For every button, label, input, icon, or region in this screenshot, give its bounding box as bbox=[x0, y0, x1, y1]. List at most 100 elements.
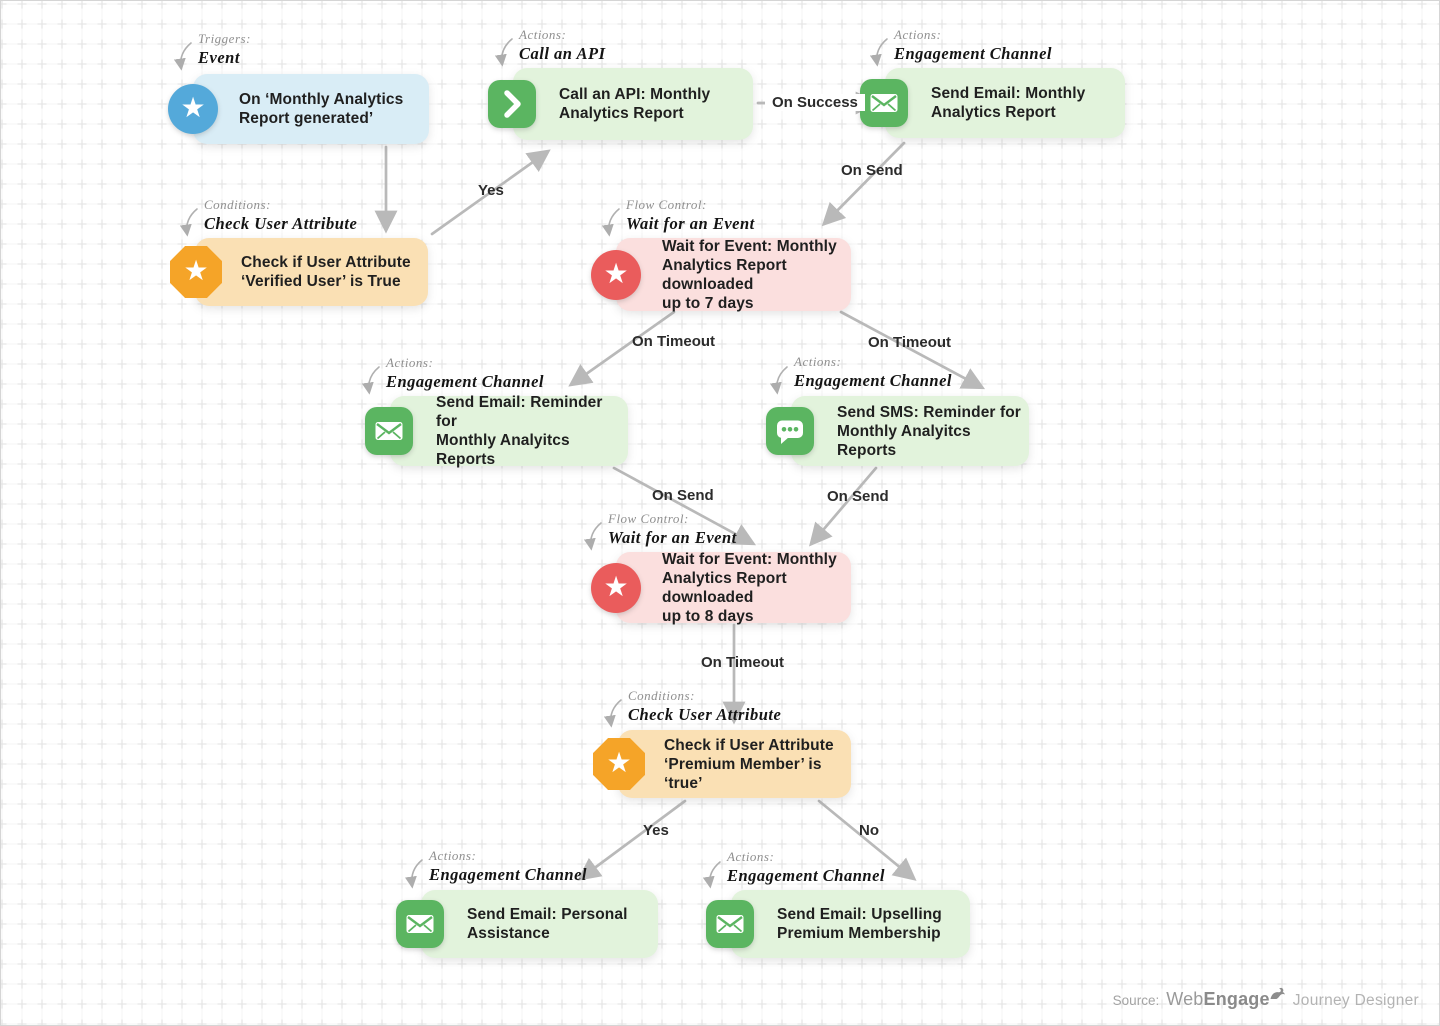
star-glyph: ★ bbox=[603, 257, 629, 289]
edge-wait1-ontimeout-to-sms-reminder bbox=[839, 310, 986, 390]
label-type: Event bbox=[198, 48, 240, 67]
annotation-arrow-api bbox=[494, 38, 513, 67]
circle-star-icon: ★ bbox=[591, 249, 641, 300]
edge-label-on-timeout: On Timeout bbox=[701, 654, 785, 671]
node-send-email-personal-assistance[interactable]: Send Email: Personal Assistance bbox=[396, 890, 658, 958]
node-send-sms-reminder[interactable]: Send SMS: Reminder for Monthly Analyitcs… bbox=[766, 396, 1029, 466]
node-send-email-monthly-report[interactable]: Send Email: Monthly Analytics Report bbox=[860, 68, 1125, 138]
api-chevron-icon bbox=[488, 80, 536, 128]
label-wait2: Flow Control: Wait for an Event bbox=[608, 511, 737, 548]
source-label: Source: bbox=[1112, 993, 1160, 1008]
node-wait-8-days[interactable]: ★ Wait for Event: Monthly Analytics Repo… bbox=[591, 551, 851, 625]
label-type: Engagement Channel bbox=[727, 866, 885, 885]
node-title: On ‘Monthly Analytics Report generated’ bbox=[239, 91, 404, 127]
product-name: Journey Designer bbox=[1292, 992, 1419, 1009]
edge-label-yes: Yes bbox=[643, 822, 669, 839]
node-call-api[interactable]: Call an API: Monthly Analytics Report bbox=[488, 68, 753, 140]
label-type: Wait for an Event bbox=[626, 214, 755, 233]
label-trigger: Triggers: Event bbox=[198, 31, 251, 68]
label-type: Check User Attribute bbox=[204, 214, 358, 233]
edge-label-on-timeout: On Timeout bbox=[632, 333, 716, 350]
circle-star-icon: ★ bbox=[591, 562, 641, 613]
brand-engage: Engage bbox=[1203, 989, 1270, 1009]
edge-wait1-ontimeout-to-email-reminder bbox=[568, 310, 676, 387]
node-title: Send SMS: Reminder for Monthly Analyitcs… bbox=[837, 403, 1021, 459]
edge-label-yes: Yes bbox=[478, 182, 504, 199]
annotation-arrow-condition2 bbox=[603, 699, 622, 728]
node-check-verified-user[interactable]: ★ Check if User Attribute ‘Verified User… bbox=[170, 238, 428, 306]
envelope-icon bbox=[396, 900, 444, 948]
star-circle-icon: ★ bbox=[168, 84, 218, 134]
edge-label-on-send: On Send bbox=[841, 162, 903, 179]
label-wait1: Flow Control: Wait for an Event bbox=[626, 197, 755, 234]
label-type: Engagement Channel bbox=[429, 865, 587, 884]
source-attribution: Source: Web Engage Journey Designer bbox=[1112, 987, 1419, 1010]
star-glyph: ★ bbox=[606, 747, 632, 778]
star-glyph: ★ bbox=[180, 92, 206, 123]
label-type: Engagement Channel bbox=[894, 44, 1052, 63]
label-condition1: Conditions: Check User Attribute bbox=[204, 197, 357, 234]
edge-label-no: No bbox=[859, 822, 879, 839]
edge-label-on-timeout: On Timeout bbox=[868, 334, 952, 351]
annotation-arrow-sms-reminder bbox=[769, 366, 788, 395]
envelope-icon bbox=[365, 407, 413, 455]
label-type: Call an API bbox=[519, 44, 606, 63]
label-category: Conditions: bbox=[204, 197, 271, 212]
chat-bubble-icon bbox=[766, 407, 814, 455]
annotation-arrow-personal bbox=[404, 859, 423, 889]
edge-condition2-yes-to-personal bbox=[577, 799, 687, 881]
edge-email-onsend-to-wait1 bbox=[821, 141, 906, 227]
annotation-arrow-wait2 bbox=[583, 522, 602, 551]
label-type: Check User Attribute bbox=[628, 705, 782, 724]
brand-web: Web bbox=[1166, 989, 1204, 1009]
annotation-arrow-email-reminder bbox=[361, 366, 380, 395]
annotation-arrow-upselling bbox=[702, 861, 721, 889]
label-type: Engagement Channel bbox=[386, 372, 544, 391]
star-glyph: ★ bbox=[183, 255, 209, 286]
envelope-icon bbox=[706, 900, 754, 948]
label-personal: Actions: Engagement Channel bbox=[429, 848, 587, 885]
octagon-star-icon: ★ bbox=[170, 246, 222, 298]
edge-label-on-send: On Send bbox=[652, 487, 714, 504]
node-title: Call an API: Monthly Analytics Report bbox=[559, 86, 711, 122]
node-title: Send Email: Personal Assistance bbox=[467, 906, 628, 942]
node-title: Send Email: Monthly Analytics Report bbox=[931, 85, 1086, 121]
label-category: Actions: bbox=[429, 848, 477, 863]
edge-email-reminder-onsend-to-wait2 bbox=[612, 466, 757, 546]
node-check-premium-member[interactable]: ★ Check if User Attribute ‘Premium Membe… bbox=[593, 730, 851, 798]
label-upselling: Actions: Engagement Channel bbox=[727, 849, 885, 886]
node-send-email-reminder[interactable]: Send Email: Reminder for Monthly Analyit… bbox=[365, 394, 628, 468]
label-type: Wait for an Event bbox=[608, 528, 737, 547]
node-title: Wait for Event: Monthly Analytics Report… bbox=[662, 550, 837, 625]
annotation-arrow-wait1 bbox=[601, 208, 620, 237]
star-glyph: ★ bbox=[603, 570, 629, 602]
node-title: Check if User Attribute ‘Verified User’ … bbox=[241, 254, 411, 290]
label-api: Actions: Call an API bbox=[519, 27, 606, 64]
edge-condition1-yes-to-api bbox=[430, 149, 551, 236]
label-category: Conditions: bbox=[628, 688, 695, 703]
node-title: Wait for Event: Monthly Analytics Report… bbox=[662, 237, 837, 312]
label-category: Flow Control: bbox=[626, 197, 707, 212]
edge-label-on-success: On Success bbox=[765, 94, 865, 111]
node-trigger-event[interactable]: ★ On ‘Monthly Analytics Report generated… bbox=[168, 74, 429, 144]
label-category: Actions: bbox=[794, 354, 842, 369]
node-send-email-upselling[interactable]: Send Email: Upselling Premium Membership bbox=[706, 890, 970, 958]
webengage-squirrel-icon bbox=[1269, 985, 1286, 1006]
node-title: Send Email: Upselling Premium Membership bbox=[777, 906, 942, 942]
node-wait-7-days[interactable]: ★ Wait for Event: Monthly Analytics Repo… bbox=[591, 238, 851, 312]
label-condition2: Conditions: Check User Attribute bbox=[628, 688, 781, 725]
annotation-arrow-trigger bbox=[173, 42, 192, 71]
octagon-star-icon: ★ bbox=[593, 738, 645, 790]
node-title: Check if User Attribute ‘Premium Member’… bbox=[664, 736, 834, 792]
label-category: Actions: bbox=[519, 27, 567, 42]
label-category: Actions: bbox=[386, 355, 434, 370]
node-title: Send Email: Reminder for Monthly Analyit… bbox=[436, 394, 603, 468]
edge-condition2-no-to-upselling bbox=[817, 799, 917, 881]
annotation-arrow-condition1 bbox=[179, 208, 198, 237]
label-category: Triggers: bbox=[198, 31, 251, 46]
edge-label-on-send: On Send bbox=[827, 488, 889, 505]
label-email-reminder: Actions: Engagement Channel bbox=[386, 355, 544, 392]
